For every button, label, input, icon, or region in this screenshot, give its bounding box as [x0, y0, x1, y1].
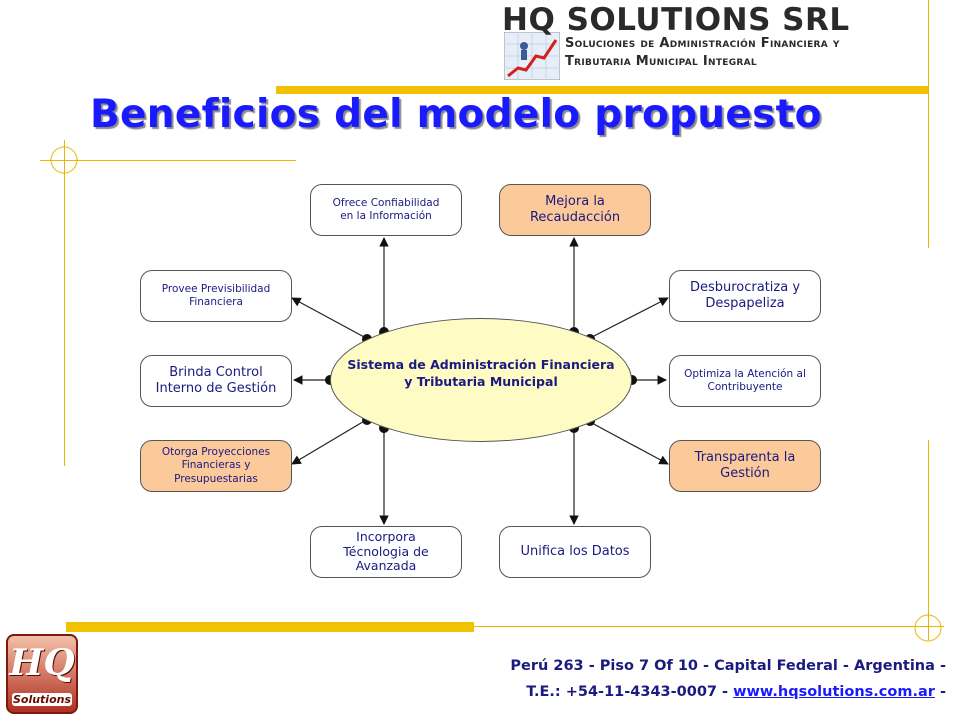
footer-phone: T.E.: +54-11-4343-0007 -: [526, 684, 734, 700]
crosshair-right-icon: [914, 614, 942, 642]
logo-mark: HQ: [9, 642, 75, 684]
node-text: Financieras y: [181, 459, 251, 472]
company-tagline-line1: Soluciones de Administración Financiera …: [565, 36, 840, 51]
node-text: Despapeliza: [705, 296, 785, 311]
connector-transparenta: [589, 421, 669, 465]
node-text: Financiera: [189, 296, 243, 308]
slide-title: Beneficios del modelo propuesto: [90, 92, 822, 137]
connector-proyecciones: [291, 419, 367, 465]
hq-solutions-logo: HQ Solutions: [6, 634, 78, 714]
node-text: Avanzada: [355, 558, 417, 574]
node-text: Presupuestarias: [174, 472, 258, 485]
node-text: en la Información: [340, 210, 432, 222]
connector-previsibilidad: [291, 297, 367, 339]
center-system-ellipse: Sistema de Administración Financiera y T…: [330, 318, 632, 442]
node-text: Contribuyente: [707, 381, 783, 393]
footer-address: Perú 263 - Piso 7 Of 10 - Capital Federa…: [510, 658, 946, 674]
top-gold-bar: [276, 86, 928, 94]
right-lower-frame-line: [928, 440, 929, 640]
node-datos: Unifica los Datos: [499, 526, 651, 578]
bottom-gold-bar: [66, 622, 474, 632]
growth-chart-logo-icon: [504, 32, 560, 80]
node-text: Mejora la: [545, 193, 605, 209]
node-text: Técnologia de: [343, 543, 429, 559]
left-title-line: [40, 160, 296, 161]
bottom-gold-line: [474, 626, 944, 627]
crosshair-left-icon: [50, 146, 78, 174]
node-text: Brinda Control: [169, 364, 263, 380]
node-text: Unifica los Datos: [520, 543, 630, 559]
right-frame-line: [928, 0, 929, 248]
footer-contact: T.E.: +54-11-4343-0007 - www.hqsolutions…: [526, 684, 946, 700]
logo-word: Solutions: [12, 693, 72, 706]
node-text: Otorga Proyecciones: [161, 446, 271, 459]
node-text: Provee Previsibilidad: [161, 282, 271, 295]
company-tagline-line2: Tributaria Municipal Integral: [565, 54, 757, 69]
website-link[interactable]: www.hqsolutions.com.ar: [733, 684, 935, 700]
footer-suffix: -: [934, 684, 946, 700]
node-text: Incorpora: [356, 529, 416, 545]
node-text: Interno de Gestión: [155, 381, 277, 396]
node-text: Optimiza la Atención al: [684, 367, 806, 380]
company-name: HQ SOLUTIONS SRL: [502, 2, 850, 38]
node-text: Transparenta la: [694, 449, 796, 465]
node-text: Desburocratiza y: [689, 279, 801, 295]
node-text: Ofrece Confiabilidad: [332, 196, 440, 209]
left-frame-line: [64, 140, 65, 466]
connector-desburocratiza: [589, 297, 669, 339]
center-line2: y Tributaria Municipal: [404, 374, 558, 389]
node-text: Gestión: [720, 466, 770, 481]
center-line1: Sistema de Administración Financiera: [347, 356, 615, 372]
node-text: Recaudacción: [529, 210, 621, 225]
